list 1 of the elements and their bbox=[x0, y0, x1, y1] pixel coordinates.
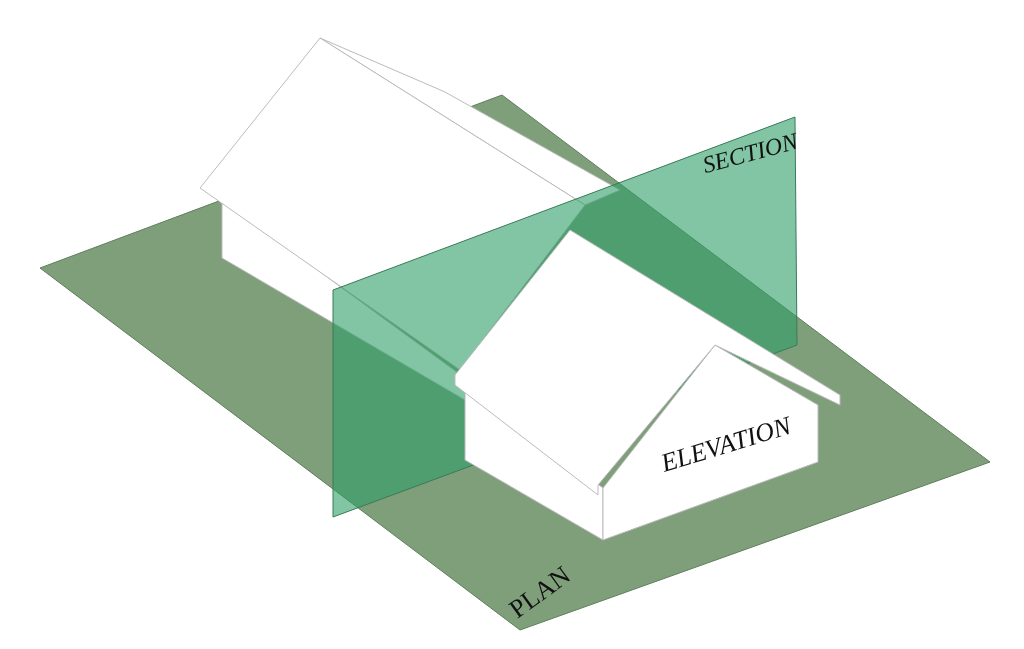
plane-label: SECTION bbox=[700, 128, 801, 178]
